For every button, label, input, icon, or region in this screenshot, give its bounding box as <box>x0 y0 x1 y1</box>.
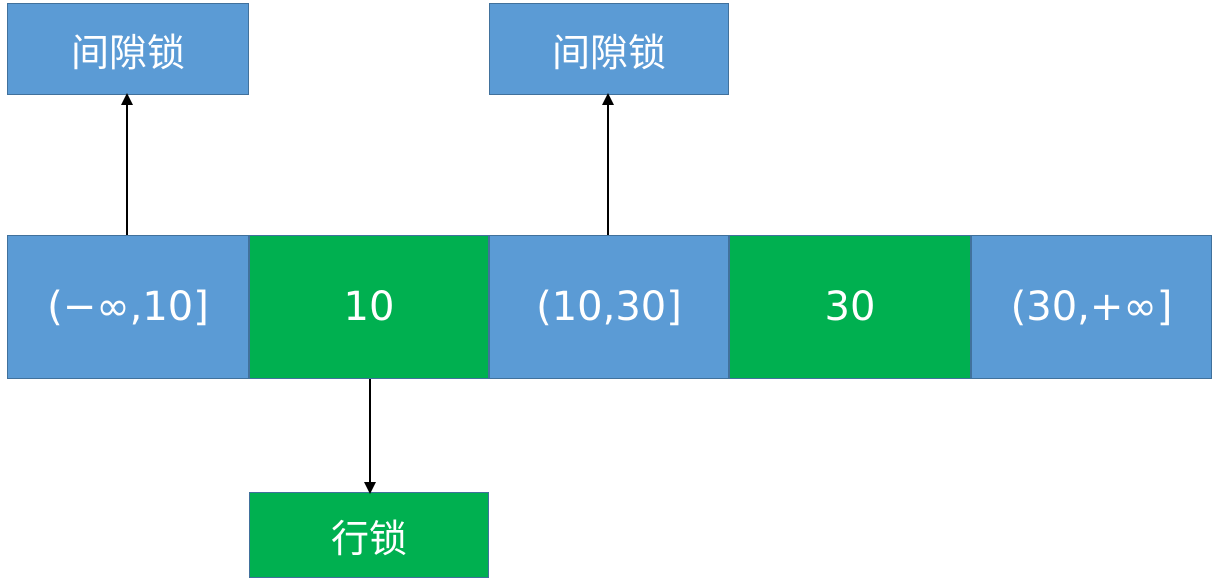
row-lock-label: 行锁 <box>249 492 489 578</box>
segment-text: (30,+∞] <box>1010 284 1173 330</box>
segment-text: 10 <box>343 284 395 330</box>
record-segment-10: 10 <box>249 235 489 379</box>
range-segment-30-pos-inf: (30,+∞] <box>971 235 1212 379</box>
range-segment-10-30: (10,30] <box>489 235 729 379</box>
gap-lock-label-text: 间隙锁 <box>551 30 666 75</box>
segment-text: (−∞,10] <box>47 284 209 330</box>
range-segment-neg-inf-10: (−∞,10] <box>7 235 249 379</box>
row-lock-label-text: 行锁 <box>330 516 407 561</box>
gap-lock-label-text: 间隙锁 <box>70 30 185 75</box>
segment-text: (10,30] <box>536 284 682 330</box>
record-segment-30: 30 <box>729 235 971 379</box>
gap-lock-label-mid: 间隙锁 <box>489 3 729 95</box>
gap-lock-label-left: 间隙锁 <box>7 3 249 95</box>
segment-text: 30 <box>824 284 876 330</box>
